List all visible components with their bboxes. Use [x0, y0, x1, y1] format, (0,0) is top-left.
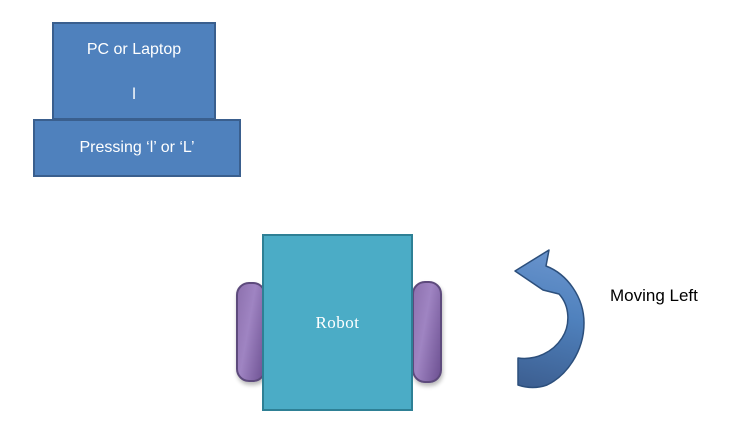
pc-laptop-box: PC or Laptop l: [52, 22, 216, 120]
robot-label: Robot: [315, 312, 360, 332]
robot-box: Robot: [262, 234, 413, 411]
pressing-key-label: Pressing ‘l’ or ‘L’: [79, 139, 195, 156]
pressing-key-box: Pressing ‘l’ or ‘L’: [33, 119, 241, 177]
robot-right-wheel: [412, 281, 442, 383]
key-letter-label: l: [132, 86, 136, 103]
curved-left-arrow-icon: [514, 249, 585, 389]
pc-laptop-label: PC or Laptop: [86, 41, 182, 58]
moving-left-label: Moving Left: [610, 286, 698, 305]
